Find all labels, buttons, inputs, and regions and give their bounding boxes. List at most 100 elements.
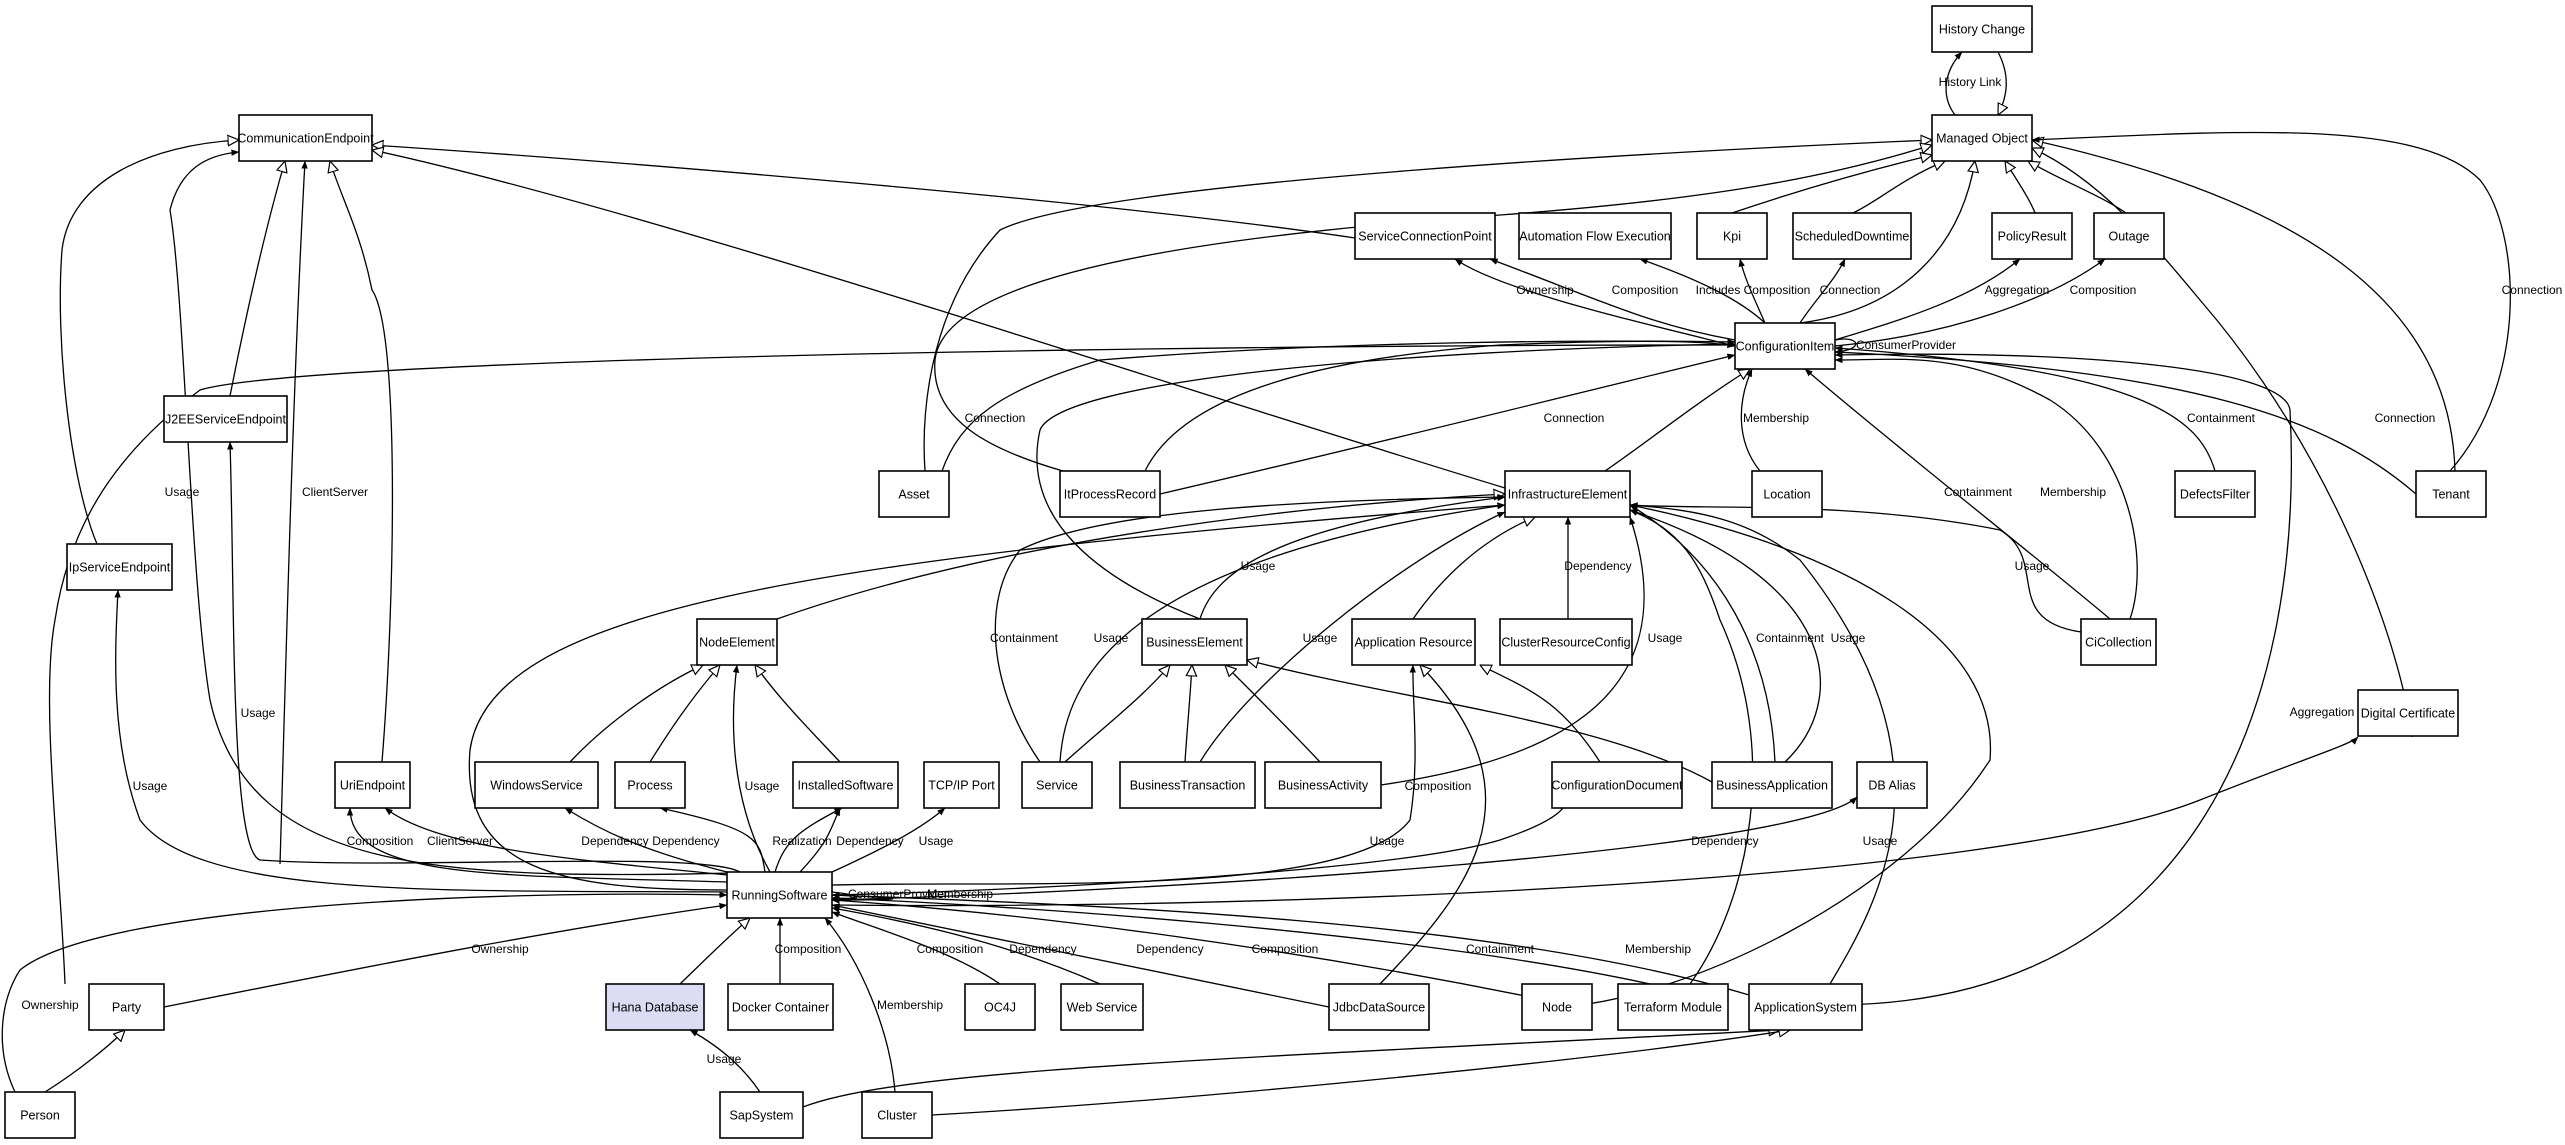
class-node-web-service[interactable]: Web Service [1060,983,1144,1031]
class-box[interactable] [1931,5,2033,53]
class-node-policy-result[interactable]: PolicyResult [1991,212,2073,260]
class-node-infrastructure-element[interactable]: InfrastructureElement [1504,470,1631,518]
class-box[interactable] [1351,618,1476,666]
class-box[interactable] [474,761,599,809]
class-node-party[interactable]: Party [88,983,165,1031]
class-box[interactable] [1060,983,1144,1031]
class-node-tenant[interactable]: Tenant [2415,470,2487,518]
class-node-docker-container[interactable]: Docker Container [727,983,834,1031]
class-node-service[interactable]: Service [1021,761,1093,809]
class-node-history-change[interactable]: History Change [1931,5,2033,53]
class-node-sap-system[interactable]: SapSystem [719,1091,804,1139]
class-box[interactable] [1504,470,1631,518]
class-box[interactable] [1141,618,1248,666]
class-box[interactable] [334,761,411,809]
class-node-node[interactable]: Node [1521,983,1593,1031]
class-box[interactable] [614,761,686,809]
class-box[interactable] [1059,470,1161,518]
class-node-jdbc-data-source[interactable]: JdbcDataSource [1328,983,1430,1031]
class-node-service-connection-point[interactable]: ServiceConnectionPoint [1354,212,1496,260]
class-box[interactable] [1617,983,1729,1031]
class-box[interactable] [2357,689,2459,737]
class-box[interactable] [1119,761,1256,809]
generalization-edge-scheduled-downtime-to-managed-object [1852,161,1945,214]
class-node-ip-service-endpoint[interactable]: IpServiceEndpoint [66,543,173,591]
class-node-application-resource[interactable]: Application Resource [1351,618,1476,666]
class-box[interactable] [1354,212,1496,260]
class-box[interactable] [726,871,833,919]
class-box[interactable] [2415,470,2487,518]
class-box[interactable] [1856,761,1928,809]
class-node-location[interactable]: Location [1751,470,1823,518]
class-box[interactable] [4,1091,76,1139]
class-node-digital-certificate[interactable]: Digital Certificate [2357,689,2459,737]
class-node-running-software[interactable]: RunningSoftware [726,871,833,919]
class-box[interactable] [1711,761,1833,809]
class-box[interactable] [1264,761,1382,809]
class-box[interactable] [792,761,899,809]
class-box[interactable] [923,761,1000,809]
class-node-configuration-document[interactable]: ConfigurationDocument [1551,761,1683,809]
class-box[interactable] [964,983,1036,1031]
class-box[interactable] [1931,114,2033,162]
class-box[interactable] [1518,212,1672,260]
class-box[interactable] [719,1091,804,1139]
class-box[interactable] [696,618,778,666]
class-box[interactable] [1696,212,1768,260]
class-label: J2EEServiceEndpoint [165,412,286,426]
class-node-windows-service[interactable]: WindowsService [474,761,599,809]
class-box[interactable] [88,983,165,1031]
class-node-application-system[interactable]: ApplicationSystem [1748,983,1863,1031]
class-box[interactable] [1521,983,1593,1031]
class-node-cluster[interactable]: Cluster [861,1091,933,1139]
edge-label: Usage [1094,631,1129,645]
class-box[interactable] [1748,983,1863,1031]
class-box[interactable] [163,395,288,443]
class-box[interactable] [2080,618,2157,666]
class-box[interactable] [1021,761,1093,809]
class-node-asset[interactable]: Asset [878,470,950,518]
relation-edge-running-software-to-uri-endpoint [384,807,728,876]
class-node-node-element[interactable]: NodeElement [696,618,778,666]
class-box[interactable] [605,983,705,1031]
class-node-outage[interactable]: Outage [2093,212,2165,260]
class-node-j2ee-service-endpoint[interactable]: J2EEServiceEndpoint [163,395,288,443]
class-box[interactable] [1328,983,1430,1031]
class-node-ci-collection[interactable]: CiCollection [2080,618,2157,666]
class-node-business-transaction[interactable]: BusinessTransaction [1119,761,1256,809]
class-node-business-element[interactable]: BusinessElement [1141,618,1248,666]
class-node-business-application[interactable]: BusinessApplication [1711,761,1833,809]
class-box[interactable] [861,1091,933,1139]
class-node-terraform-module[interactable]: Terraform Module [1617,983,1729,1031]
class-node-installed-software[interactable]: InstalledSoftware [792,761,899,809]
class-box[interactable] [2093,212,2165,260]
class-node-defects-filter[interactable]: DefectsFilter [2174,470,2256,518]
class-node-scheduled-downtime[interactable]: ScheduledDowntime [1792,212,1912,260]
class-box[interactable] [1734,322,1836,370]
class-node-managed-object[interactable]: Managed Object [1931,114,2033,162]
class-node-process[interactable]: Process [614,761,686,809]
class-box[interactable] [1991,212,2073,260]
class-box[interactable] [1551,761,1683,809]
class-node-oc4j[interactable]: OC4J [964,983,1036,1031]
class-node-business-activity[interactable]: BusinessActivity [1264,761,1382,809]
class-box[interactable] [1792,212,1912,260]
class-node-cluster-resource-config[interactable]: ClusterResourceConfig [1499,618,1633,666]
class-node-automation-flow-execution[interactable]: Automation Flow Execution [1518,212,1672,260]
class-box[interactable] [727,983,834,1031]
class-node-kpi[interactable]: Kpi [1696,212,1768,260]
class-node-uri-endpoint[interactable]: UriEndpoint [334,761,411,809]
class-node-it-process-record[interactable]: ItProcessRecord [1059,470,1161,518]
class-node-db-alias[interactable]: DB Alias [1856,761,1928,809]
class-box[interactable] [66,543,173,591]
class-node-communication-endpoint[interactable]: CommunicationEndpoint [237,114,374,162]
class-box[interactable] [1499,618,1633,666]
class-node-tcp-ip-port[interactable]: TCP/IP Port [923,761,1000,809]
class-box[interactable] [1751,470,1823,518]
class-box[interactable] [238,114,373,162]
class-box[interactable] [878,470,950,518]
class-node-person[interactable]: Person [4,1091,76,1139]
class-box[interactable] [2174,470,2256,518]
class-node-configuration-item[interactable]: ConfigurationItem [1734,322,1836,370]
class-node-hana-database[interactable]: Hana Database [605,983,705,1031]
